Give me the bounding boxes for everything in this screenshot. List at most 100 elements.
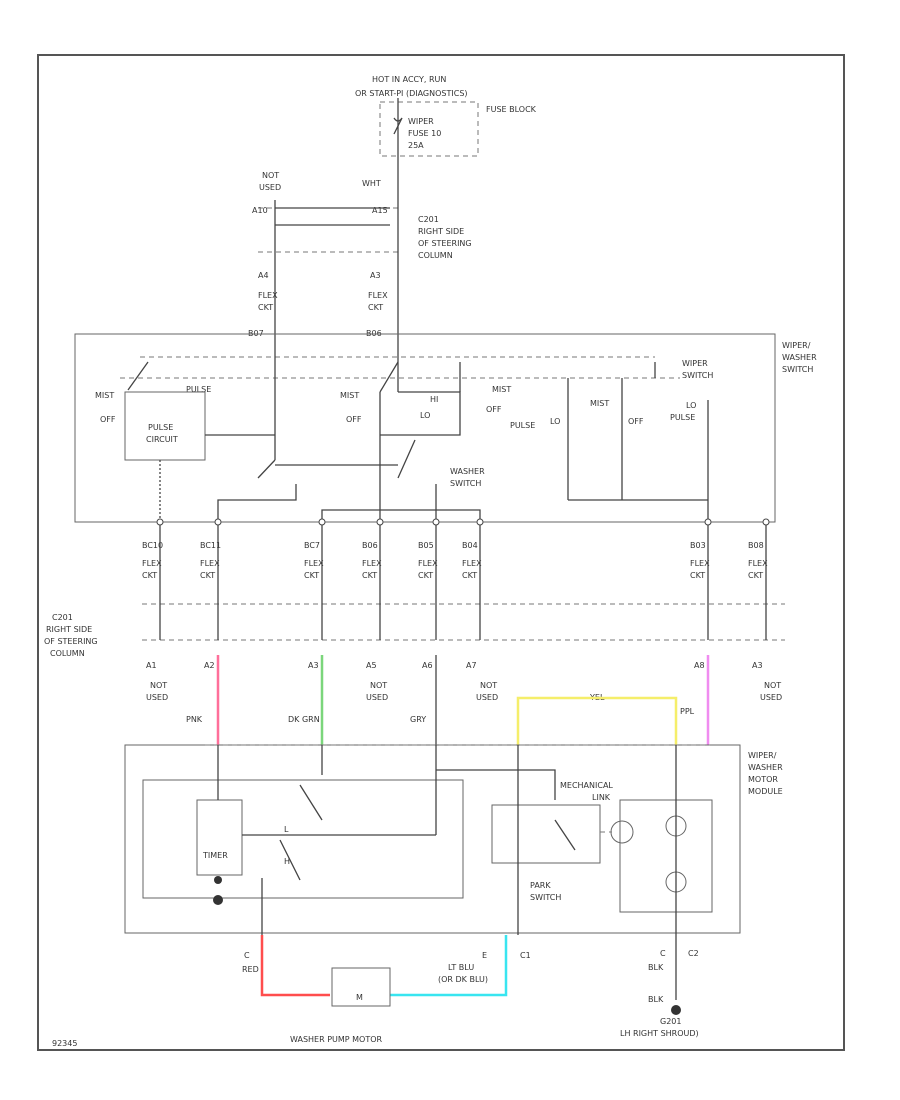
flex-circuit-labels: BC10FLEXCKTBC11FLEXCKTBC7FLEXCKTB06FLEXC…: [142, 541, 768, 580]
timer-section-box: [142, 779, 464, 899]
flex-ckt-label: CKT: [304, 571, 319, 580]
connector-node: [214, 518, 222, 526]
mechanical-link-label: MECHANICAL: [560, 781, 613, 790]
pin-a15: A15: [372, 206, 388, 215]
connector-node: [318, 518, 326, 526]
washer-switch-contact: [397, 439, 416, 479]
timer-label: TIMER: [202, 851, 228, 860]
flex-pin-label: BC10: [142, 541, 163, 550]
flex-label: FLEX: [362, 559, 382, 568]
diagram-frame: [37, 54, 845, 1051]
connector-desc-2: OF STEERING: [418, 239, 472, 248]
not-used-a3: NOT: [764, 681, 781, 690]
switch-contact-2: [379, 361, 399, 393]
not-used-a1-2: USED: [146, 693, 168, 702]
pin-e: E: [482, 951, 487, 960]
washer-switch-label: WASHER: [450, 467, 485, 476]
module-title-2: WASHER: [748, 763, 783, 772]
flex-label: FLEX: [748, 559, 768, 568]
flex-ckt-label: CKT: [748, 571, 763, 580]
switch-pulse-top: PULSE: [186, 385, 211, 394]
connector-node: [476, 518, 484, 526]
wire-pin-label: A1: [146, 661, 157, 670]
flex-label-right: FLEX: [368, 291, 388, 300]
pin-a3: A3: [370, 271, 381, 280]
switch-mist-4: MIST: [590, 399, 609, 408]
ground-location: LH RIGHT SHROUD): [620, 1029, 699, 1038]
connector-desc-3: COLUMN: [418, 251, 453, 260]
power-source-label-2: OR START-PI (DIAGNOSTICS): [355, 89, 468, 98]
wire-pin-label: A3: [308, 661, 319, 670]
mod-switch-2: [279, 839, 301, 881]
switch-off-4: OFF: [628, 417, 644, 426]
pulse-circuit-label: PULSE: [148, 423, 173, 432]
cyan-wire: [390, 935, 508, 997]
park-switch-box: [491, 804, 601, 864]
flex-ckt-label: CKT: [362, 571, 377, 580]
switch-hi: HI: [430, 395, 438, 404]
flex-label-left: FLEX: [258, 291, 278, 300]
connector-node: [762, 518, 770, 526]
not-used-a5: NOT: [370, 681, 387, 690]
motor-box: [619, 799, 713, 913]
wire-pin-label: A7: [466, 661, 477, 670]
flex-ckt-label: CKT: [690, 571, 705, 580]
flex-label: FLEX: [462, 559, 482, 568]
connector-desc-1: RIGHT SIDE: [418, 227, 464, 236]
lower-connector-desc-3: COLUMN: [50, 649, 85, 658]
timer-h: H: [284, 857, 290, 866]
flex-pin-label: B06: [362, 541, 378, 550]
wire-pin-label: A8: [694, 661, 705, 670]
fuse-rating: FUSE 10: [408, 129, 441, 138]
switch-pulse-2: PULSE: [510, 421, 535, 430]
connector-name-top: C201: [418, 215, 439, 224]
lower-connector-desc-2: OF STEERING: [44, 637, 98, 646]
ground-dot-2: [213, 895, 223, 905]
switch-lo: LO: [420, 411, 430, 420]
switch-mist: MIST: [95, 391, 114, 400]
switch-pulse-3: PULSE: [670, 413, 695, 422]
washer-switch-label-2: SWITCH: [450, 479, 481, 488]
not-used-a1: NOT: [150, 681, 167, 690]
wire-color-gry: GRY: [410, 715, 426, 724]
wire-pin-label: A2: [204, 661, 215, 670]
switch-off: OFF: [100, 415, 116, 424]
mod-wire-5: [436, 769, 556, 800]
not-used-label-2: USED: [259, 183, 281, 192]
fuse-amps: 25A: [408, 141, 424, 150]
connector-node: [376, 518, 384, 526]
wire-color-blk: BLK: [648, 963, 664, 972]
connector-node: [432, 518, 440, 526]
flex-ckt-right: CKT: [368, 303, 383, 312]
timer-box: [196, 799, 243, 876]
connector-c2: C2: [688, 949, 699, 958]
wire-color-wht: WHT: [362, 179, 381, 188]
wire-color-blk-2: BLK: [648, 995, 664, 1004]
flex-label: FLEX: [200, 559, 220, 568]
pin-a10: A10: [252, 206, 268, 215]
not-used-a7-2: USED: [476, 693, 498, 702]
pulse-switch-contact: [257, 459, 276, 479]
flex-label: FLEX: [142, 559, 162, 568]
park-contact: [554, 819, 576, 851]
internal-wire-4: [321, 509, 481, 522]
wire-color-dk-grn: DK GRN: [288, 715, 320, 724]
connector-node: [704, 518, 712, 526]
wire-color-red: RED: [242, 965, 259, 974]
connector-node: [156, 518, 164, 526]
pin-c: C: [244, 951, 250, 960]
yellow-wire: [516, 696, 678, 745]
lower-connector-name: C201: [52, 613, 73, 622]
not-used-a7: NOT: [480, 681, 497, 690]
wire-color-ppl: PPL: [680, 707, 695, 716]
internal-wire-2: [217, 484, 297, 522]
flex-pin-label: B05: [418, 541, 434, 550]
switch-title-3: SWITCH: [782, 365, 813, 374]
ground-point: [671, 1005, 681, 1015]
flex-ckt-label: CKT: [418, 571, 433, 580]
switch-mist-3: MIST: [492, 385, 511, 394]
switch-off-3: OFF: [486, 405, 502, 414]
wire-color-lt-blu-2: (OR DK BLU): [438, 975, 488, 984]
switch-wire-loop: [380, 391, 461, 436]
